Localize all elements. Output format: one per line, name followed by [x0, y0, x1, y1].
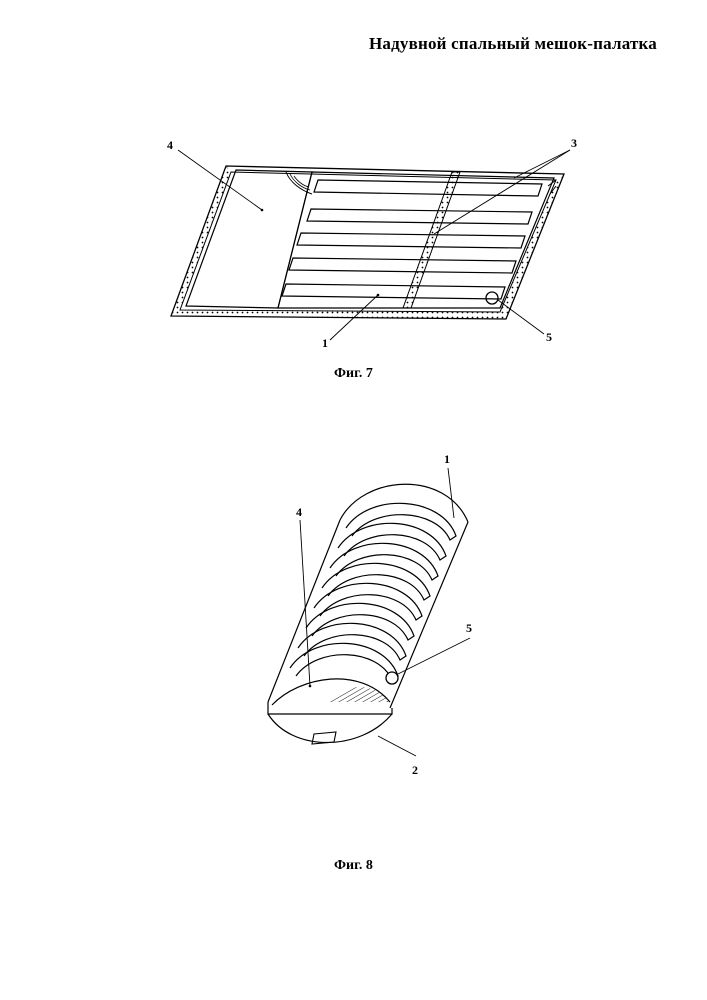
- callout-4: 4: [296, 505, 302, 519]
- leader-lines: [300, 468, 470, 756]
- figure-8-caption: Фиг. 8: [334, 858, 373, 874]
- figure-7-drawing: 4 3 1 5: [0, 130, 707, 390]
- callout-5: 5: [466, 621, 472, 635]
- callout-1: 1: [322, 336, 328, 350]
- callout-dot-4: [309, 685, 312, 688]
- figure-8: 1 4 5 2 Фиг. 8: [0, 440, 707, 880]
- callout-4: 4: [167, 138, 173, 152]
- callout-1: 1: [444, 452, 450, 466]
- figure-8-drawing: 1 4 5 2: [0, 440, 707, 880]
- figure-7: 4 3 1 5 Фиг. 7: [0, 130, 707, 390]
- figure-7-caption: Фиг. 7: [334, 366, 373, 382]
- air-valve: [386, 672, 398, 684]
- callout-2: 2: [412, 763, 418, 777]
- inflatable-arches: [290, 503, 456, 680]
- air-chambers: [282, 180, 542, 299]
- air-valve: [486, 292, 498, 304]
- callout-5: 5: [546, 330, 552, 344]
- callout-dot-1: [377, 294, 380, 297]
- page-title: Надувной спальный мешок-палатка: [369, 34, 657, 54]
- interior-shading: [330, 687, 390, 702]
- callout-dot-4: [261, 209, 264, 212]
- callout-3: 3: [571, 136, 577, 150]
